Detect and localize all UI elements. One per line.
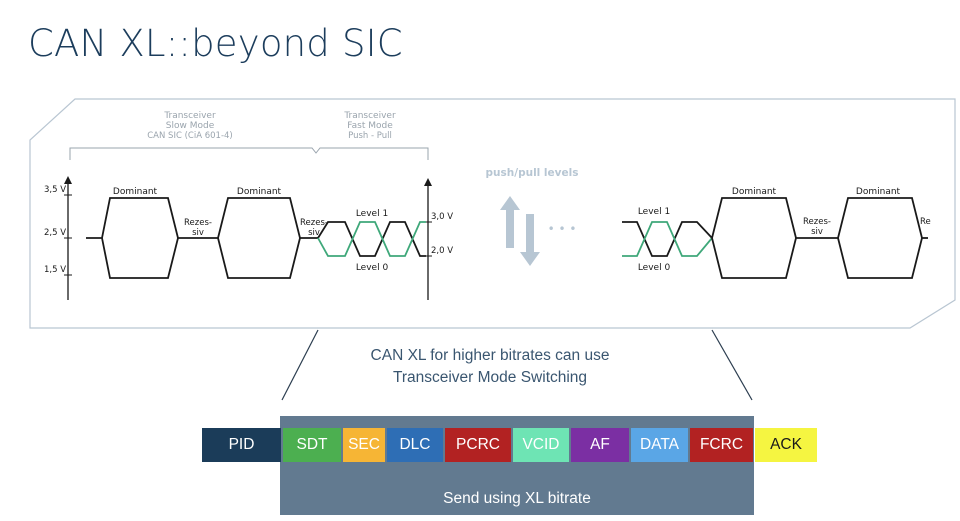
- fast-level0-signal-left: [317, 221, 426, 257]
- field-ack: ACK: [755, 428, 817, 462]
- voltage-3v5: 3,5 V: [44, 185, 66, 195]
- rezessiv-label-3a: Rezes-: [803, 217, 831, 227]
- field-fcrc: FCRC: [690, 428, 753, 462]
- fast-mode-label-3: Push - Pull: [348, 131, 392, 141]
- level0-label-right: Level 0: [638, 263, 671, 273]
- fast-level0-signal-right: [622, 221, 713, 257]
- dominant-label-3: Dominant: [732, 187, 777, 197]
- dominant-label-1: Dominant: [113, 187, 158, 197]
- xl-bitrate-label: Send using XL bitrate: [443, 490, 591, 507]
- voltage-3v0: 3,0 V: [431, 212, 453, 222]
- slow-mode-bracket: [69, 147, 429, 160]
- level0-label-left: Level 0: [356, 263, 389, 273]
- left-axis-arrow: [64, 176, 72, 184]
- slow-mode-label-3: CAN SIC (CiA 601-4): [147, 131, 233, 141]
- level1-label-right: Level 1: [638, 207, 670, 217]
- callout-line-left: [281, 329, 319, 401]
- rezessiv-label-1b: siv: [192, 228, 204, 238]
- right-axis-arrow: [424, 178, 432, 186]
- field-sec: SEC: [343, 428, 385, 462]
- ellipsis-dots: • • •: [548, 222, 577, 236]
- field-data: DATA: [631, 428, 688, 462]
- up-arrow-icon: [500, 196, 520, 248]
- fast-level1-signal-right: [622, 221, 713, 257]
- rezessiv-label-3b: siv: [811, 227, 823, 237]
- voltage-1v5: 1,5 V: [44, 265, 66, 275]
- field-dlc: DLC: [387, 428, 443, 462]
- field-sdt: SDT: [283, 428, 341, 462]
- down-arrow-icon: [520, 214, 540, 266]
- fast-level1-signal-left: [317, 221, 426, 257]
- dominant-shape-1: [86, 197, 179, 279]
- dominant-label-2: Dominant: [237, 187, 282, 197]
- rezessiv-label-2a: Rezes-: [300, 218, 328, 228]
- push-pull-label: push/pull levels: [486, 167, 579, 179]
- fast-mode-label-1: Transceiver: [343, 111, 396, 121]
- field-pid: PID: [202, 428, 281, 462]
- field-af: AF: [571, 428, 629, 462]
- fast-mode-label-2: Fast Mode: [347, 121, 393, 131]
- field-vcid: VCID: [513, 428, 569, 462]
- slow-mode-label-2: Slow Mode: [166, 121, 215, 131]
- rezessiv-label-cut: Re: [920, 217, 931, 227]
- rezessiv-label-2b: siv: [308, 228, 320, 238]
- slide-title: CAN XL::beyond SIC: [28, 22, 403, 65]
- dominant-label-4: Dominant: [856, 187, 901, 197]
- callout-line-right: [711, 329, 753, 401]
- caption-line-2: Transceiver Mode Switching: [392, 369, 588, 386]
- slow-mode-label-1: Transceiver: [163, 111, 216, 121]
- rezessiv-label-1a: Rezes-: [184, 218, 212, 228]
- diagram-panel: [29, 98, 956, 329]
- voltage-2v5: 2,5 V: [44, 228, 66, 238]
- level1-label-left: Level 1: [356, 209, 388, 219]
- caption-line-1: CAN XL for higher bitrates can use: [370, 347, 610, 364]
- voltage-2v0: 2,0 V: [431, 246, 453, 256]
- field-pcrc: PCRC: [445, 428, 511, 462]
- caption: CAN XL for higher bitrates can use Trans…: [330, 345, 650, 389]
